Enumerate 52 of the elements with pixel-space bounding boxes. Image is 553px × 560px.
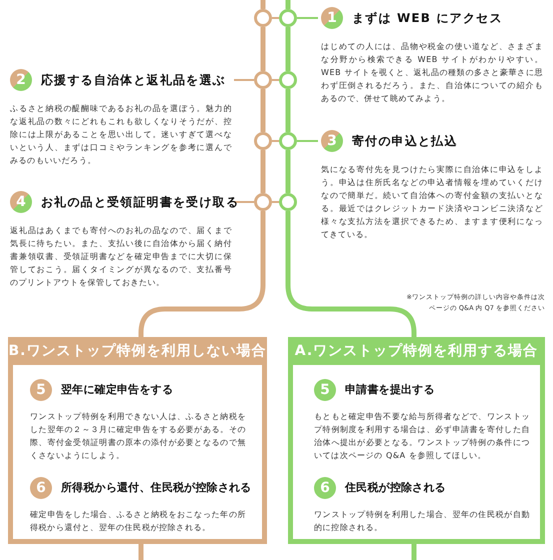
step-heading: 申請書を提出する — [345, 382, 435, 398]
step-text: 気になる寄付先を見つけたら実際に自治体に申込をしよう。申込は住所氏名などの申込者情報を埋めていくだけなので簡単だ。続いて自治体への寄付金額の支払いとなる。最近ではクレジットカード決済やコンビニ決済など様々な支払方法を選択できるため、ますます便利になってきている。 — [321, 164, 543, 241]
station-circle — [254, 193, 272, 211]
step-heading: 翌年に確定申告をする — [61, 382, 173, 398]
connector-line — [234, 201, 254, 203]
connector-line — [272, 201, 279, 203]
rail-line — [260, 150, 266, 193]
connector-line — [297, 140, 318, 142]
section-box — [288, 337, 545, 544]
step-heading: 住民税が控除される — [345, 480, 446, 496]
step-text: はじめての人には、品物や税金の使い道など、さまざまな分野から検索できる WEB サイトがわかりやすい。WEB サイトを覗くと、返礼品の種類の多さと豪華さに思わず圧倒されるだろう。また、自治体についての紹介もあるので、併せて眺めてみよう。 — [321, 41, 543, 105]
rail-line — [260, 27, 266, 71]
step-text: 確定申告をした場合、ふるさと納税をおこなった年の所得税から還付と、翌年の住民税が控除される。 — [30, 509, 246, 534]
station-circle — [279, 71, 297, 89]
number-badge: 1 — [321, 7, 343, 29]
rail-line — [286, 150, 290, 193]
step-text: もともと確定申告不要な給与所得者などで、ワンストップ特例制度を利用する場合は、必ず申請書を寄付した自治体へ提出が必要となる。ワンストップ特例の条件については次ページの Q&A を参照してほしい。 — [314, 411, 530, 462]
number-badge: 6 — [30, 477, 52, 499]
number-badge: 5 — [314, 379, 336, 401]
step-text: ふるさと納税の醍醐味であるお礼の品を選ぼう。魅力的な返礼品の数々にどれもこれも欲しくなりそうだが、控除には上限があることを思い出して。迷いすぎて選べないという人、まずは口コミやランキングを参考に選んでみるのもいいだろう。 — [10, 103, 232, 167]
step-text: 返礼品はあくまでも寄付へのお礼の品なので、届くまで気長に待ちたい。また、支払い後に自治体から届く納付書兼領収書、受領証明書などを確定申告までに大切に保管しておこう。届くタイミングが異なるので、支払番号のプリントアウトを保管しておきたい。 — [10, 225, 232, 289]
number-badge: 4 — [10, 191, 32, 213]
number-badge: 5 — [30, 379, 52, 401]
rail-line — [138, 544, 144, 560]
rail-line — [286, 0, 290, 9]
number-badge: 6 — [314, 477, 336, 499]
step-text: ワンストップ特例を利用した場合、翌年の住民税が自動的に控除される。 — [314, 509, 530, 534]
step-heading: 所得税から還付、住民税が控除される — [61, 480, 252, 496]
section-box — [8, 337, 267, 544]
rail-line — [412, 544, 416, 560]
station-circle — [279, 9, 297, 27]
step-heading: まずは WEB にアクセス — [352, 10, 503, 27]
step-heading: 応援する自治体と返礼品を選ぶ — [41, 72, 226, 89]
number-badge: 2 — [10, 69, 32, 91]
connector-line — [234, 79, 254, 81]
station-circle — [279, 193, 297, 211]
station-circle — [254, 9, 272, 27]
rail-line — [260, 0, 266, 9]
rail-line — [286, 89, 290, 132]
connector-line — [272, 79, 279, 81]
step-heading: お礼の品と受領証明書を受け取る — [41, 194, 239, 211]
connector-line — [297, 17, 318, 19]
station-circle — [279, 132, 297, 150]
step-text: ワンストップ特例を利用できない人は、ふるさと納税をした翌年の２～３月に確定申告をする必要がある。その際、寄付金受領証明書の原本の添付が必要となるので無くさないようにしよう。 — [30, 411, 246, 462]
rail-line — [260, 89, 266, 132]
number-badge: 3 — [321, 130, 343, 152]
connector-line — [272, 17, 279, 19]
station-circle — [254, 71, 272, 89]
rail-line — [286, 27, 290, 71]
station-circle — [254, 132, 272, 150]
step-heading: 寄付の申込と払込 — [352, 133, 458, 150]
connector-line — [272, 140, 279, 142]
